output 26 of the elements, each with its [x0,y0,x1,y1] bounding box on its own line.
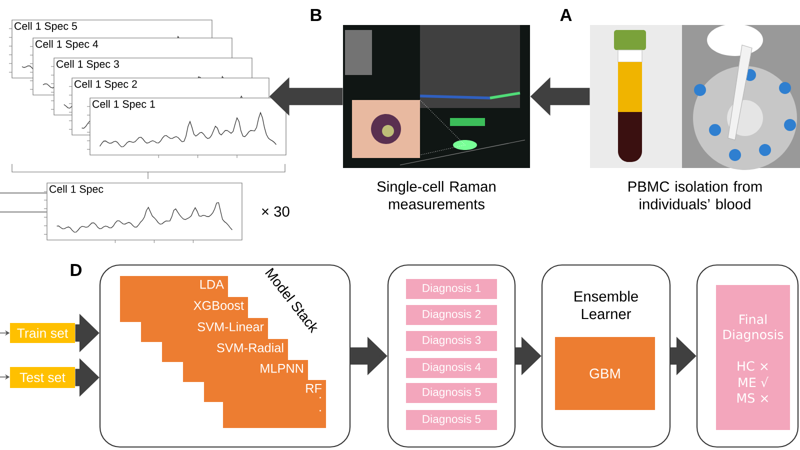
model-card: RF . . [223,380,326,428]
photo-label: Single-cell Raman measurements [377,180,496,210]
spectrum-plot: Cell 1 Spec × 30 [44,182,290,244]
model-box: GBM [555,337,655,410]
microscope-photo [343,25,530,210]
panel-letter: B [310,9,322,21]
factor-label: × 30 [262,206,290,217]
diagnosis-box: Diagnosis 4 [406,358,497,378]
line [0,192,48,194]
panel-letter: D [70,264,82,276]
node-label: LDA [200,280,224,289]
dataset-box: Test set [10,367,75,388]
diagnosis-box: Diagnosis 1 [406,279,497,299]
photo-label: PBMC isolation from individuals’ blood [628,180,762,210]
diagnosis-box: Diagnosis 3 [406,331,497,351]
panel-letter: A [560,9,572,21]
diagnosis-box: Diagnosis 5 [406,383,497,403]
spectrum-plot: Cell 1 Spec 1 [86,98,286,158]
node-label: . [320,397,321,398]
diagnosis-box: Diagnosis 2 [406,305,497,325]
node-label: . [320,410,321,412]
result-box: Final Diagnosis HC × ME √ MS × [716,285,790,430]
lab-photo [590,24,800,210]
diagnosis-box: Diagnosis 5 [406,410,497,430]
dataset-box: Train set [10,323,75,343]
node-label: RF [306,384,322,393]
